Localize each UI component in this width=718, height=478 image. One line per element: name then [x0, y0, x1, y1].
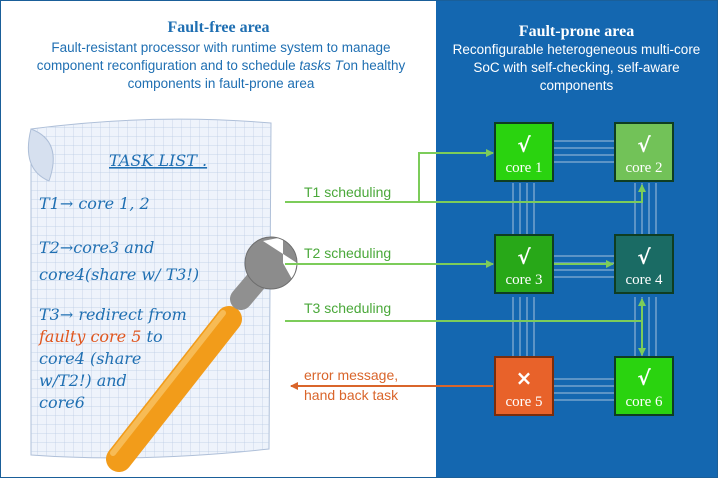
task-t3-line4: w/T2!) and — [39, 371, 127, 390]
core-4-label: core 4 — [625, 272, 663, 288]
core-2-status-icon: √ — [637, 133, 651, 157]
fault-prone-title: Fault-prone area — [518, 23, 635, 40]
fault-free-desc-part2: on healthy components in fault-prone are… — [127, 58, 406, 91]
task-t3-line5: core6 — [39, 393, 85, 412]
core-5-label: core 5 — [505, 394, 542, 410]
fault-free-description: Fault-resistant processor with runtime s… — [21, 39, 421, 93]
core-3-label: core 3 — [505, 272, 542, 288]
core-3: √ core 3 — [494, 234, 554, 294]
core-1-status-icon: √ — [517, 133, 531, 157]
t1-scheduling-label: T1 scheduling — [304, 184, 391, 200]
task-t3-faulty-core: faulty core 5 — [38, 327, 141, 346]
core-4: √ core 4 — [614, 234, 674, 294]
core-2: √ core 2 — [614, 122, 674, 182]
task-t1: T1→ core 1, 2 — [39, 194, 150, 213]
fault-free-title: Fault-free area — [167, 19, 270, 36]
core-4-status-icon: √ — [637, 245, 651, 269]
task-t2-line2: core4(share w/ T3!) — [39, 265, 199, 284]
fault-free-desc-part1: Fault-resistant processor with runtime s… — [36, 40, 391, 73]
task-t3-line2: faulty core 5 to — [38, 327, 163, 346]
hand-back-task-label: hand back task — [304, 387, 399, 403]
core-6: √ core 6 — [614, 356, 674, 416]
core-6-label: core 6 — [625, 394, 663, 410]
core-6-status-icon: √ — [637, 366, 651, 390]
task-t2-line1: T2→core3 and — [39, 238, 154, 257]
core-interconnect — [512, 140, 657, 401]
error-message-label: error message, — [304, 367, 398, 383]
core-5: × core 5 — [494, 356, 554, 416]
core-3-status-icon: √ — [517, 245, 531, 269]
task-list-paper — [27, 118, 272, 459]
t1-scheduling-arrows — [285, 149, 646, 203]
task-list: TASK LIST . T1→ core 1, 2 T2→core3 and c… — [38, 151, 207, 412]
task-t3-line1: T3→ redirect from — [39, 305, 187, 324]
core-1: √ core 1 — [494, 122, 554, 182]
core-2-label: core 2 — [625, 160, 662, 176]
task-t3-to: to — [141, 327, 162, 346]
t3-scheduling-label: T3 scheduling — [304, 300, 391, 316]
core-1-label: core 1 — [505, 160, 542, 176]
task-t3-line3: core4 (share — [39, 349, 141, 368]
t3-scheduling-arrows — [285, 298, 646, 356]
core-5-status-icon: × — [516, 366, 533, 390]
fault-free-desc-tasks: tasks T — [299, 58, 343, 73]
wrench-icon — [106, 236, 298, 472]
t2-scheduling-label: T2 scheduling — [304, 245, 391, 261]
task-list-heading: TASK LIST . — [109, 151, 207, 170]
fault-prone-description: Reconfigurable heterogeneous multi-core … — [452, 42, 701, 93]
